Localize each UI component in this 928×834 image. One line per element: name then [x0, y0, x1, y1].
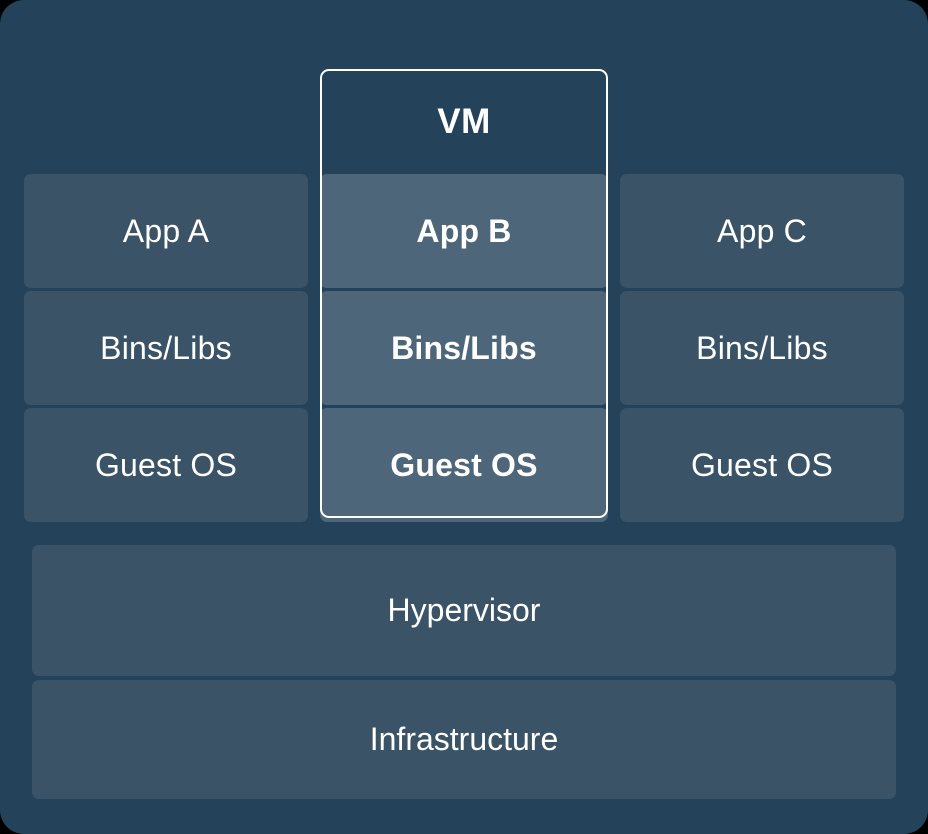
- cell-guest-os-middle[interactable]: Guest OS: [320, 408, 608, 522]
- layer-infrastructure[interactable]: Infrastructure: [32, 680, 896, 799]
- cell-bins-libs-middle[interactable]: Bins/Libs: [320, 291, 608, 405]
- cell-app-a[interactable]: App A: [24, 174, 308, 288]
- layer-hypervisor[interactable]: Hypervisor: [32, 545, 896, 676]
- vm-highlight-label: VM: [437, 101, 491, 141]
- cell-guest-os-right[interactable]: Guest OS: [620, 408, 904, 522]
- cell-app-b[interactable]: App B: [320, 174, 608, 288]
- cell-bins-libs-left[interactable]: Bins/Libs: [24, 291, 308, 405]
- cell-app-c[interactable]: App C: [620, 174, 904, 288]
- cell-bins-libs-right[interactable]: Bins/Libs: [620, 291, 904, 405]
- cell-guest-os-left[interactable]: Guest OS: [24, 408, 308, 522]
